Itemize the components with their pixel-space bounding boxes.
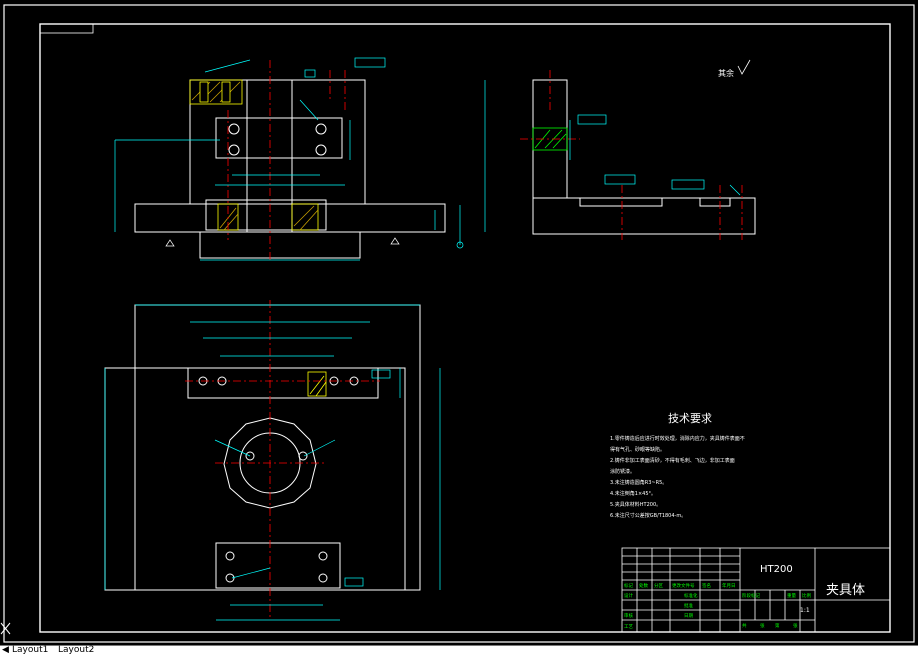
material-label: HT200 bbox=[760, 564, 793, 575]
front-view-centerlines bbox=[227, 60, 346, 262]
mid-label-3: 日期 bbox=[684, 613, 693, 619]
tech-line-4: 涂防锈漆。 bbox=[610, 468, 635, 475]
title-col-1: 标记 bbox=[624, 582, 633, 589]
sheet-label-3: 第 bbox=[775, 622, 780, 629]
title-block bbox=[621, 547, 891, 633]
title-col-4: 更改文件号 bbox=[672, 582, 695, 589]
mid-label-2: 批准 bbox=[684, 602, 693, 609]
sheet-label-4: 张 bbox=[793, 622, 798, 629]
title-col-2: 处数 bbox=[639, 582, 648, 589]
top-view-hatch bbox=[307, 371, 327, 397]
title-col-6: 年月日 bbox=[722, 582, 736, 589]
tech-requirements-title: 技术要求 bbox=[668, 412, 712, 425]
tech-line-3: 2.铸件非加工表面清砂，不得有毛刺、飞边，非加工表面 bbox=[610, 457, 735, 464]
layout-tab-bar: ◀ Layout1 Layout2 bbox=[0, 645, 918, 656]
left-label-1: 设计 bbox=[624, 592, 633, 599]
part-name-label: 夹具体 bbox=[826, 583, 865, 598]
roughness-note: 其余 bbox=[718, 68, 734, 78]
top-view-centerlines bbox=[185, 300, 380, 620]
mid-label-1: 标准化 bbox=[684, 592, 698, 599]
left-label-3: 工艺 bbox=[624, 624, 633, 630]
tech-line-6: 4.未注倒角1×45°。 bbox=[610, 490, 656, 497]
outer-frame bbox=[3, 4, 915, 643]
tech-line-7: 5.夹具体材料HT200。 bbox=[610, 501, 661, 508]
top-view-dimensions bbox=[104, 304, 441, 621]
roughness-symbol bbox=[737, 59, 751, 75]
tech-line-2: 得有气孔、砂眼等缺陷。 bbox=[610, 446, 665, 453]
title-col-3: 分区 bbox=[654, 582, 663, 589]
sheet-label-1: 共 bbox=[742, 622, 747, 629]
title-block-labels: 标记 处数 分区 更改文件号 签名 年月日 设计 审核 工艺 标准化 批准 日期… bbox=[624, 582, 811, 630]
front-view-dimensions bbox=[114, 57, 486, 261]
scale-label: 1:1 bbox=[800, 607, 810, 614]
tech-line-5: 3.未注铸造圆角R3~R5。 bbox=[610, 479, 667, 486]
side-view-dimensions bbox=[569, 114, 741, 196]
right-label-2: 重量 bbox=[787, 592, 796, 599]
tech-requirements: 技术要求 1.零件铸造后应进行时效处理，消除内应力，夹具铸件表面不 得有气孔、砂… bbox=[610, 412, 745, 519]
title-col-5: 签名 bbox=[702, 582, 711, 589]
top-left-label-box bbox=[39, 23, 94, 34]
front-view-hatch bbox=[189, 79, 319, 231]
right-label-1: 阶段标记 bbox=[742, 592, 760, 599]
top-view bbox=[104, 304, 421, 591]
ucs-icon bbox=[0, 622, 11, 635]
left-label-2: 审核 bbox=[624, 612, 633, 619]
tech-line-1: 1.零件铸造后应进行时效处理，消除内应力，夹具铸件表面不 bbox=[610, 435, 745, 442]
tab-nav-left-icon[interactable]: ◀ bbox=[2, 645, 9, 655]
front-view bbox=[134, 79, 446, 259]
tech-line-8: 6.未注尺寸公差按GB/T1804-m。 bbox=[610, 512, 686, 519]
drawing-border bbox=[39, 23, 891, 633]
tab-layout2[interactable]: Layout2 bbox=[58, 645, 95, 655]
sheet-label-2: 张 bbox=[760, 622, 765, 629]
side-view-centerlines bbox=[520, 70, 743, 240]
tab-layout1[interactable]: Layout1 bbox=[12, 645, 49, 655]
right-label-3: 比例 bbox=[802, 592, 811, 599]
side-view bbox=[532, 79, 756, 235]
